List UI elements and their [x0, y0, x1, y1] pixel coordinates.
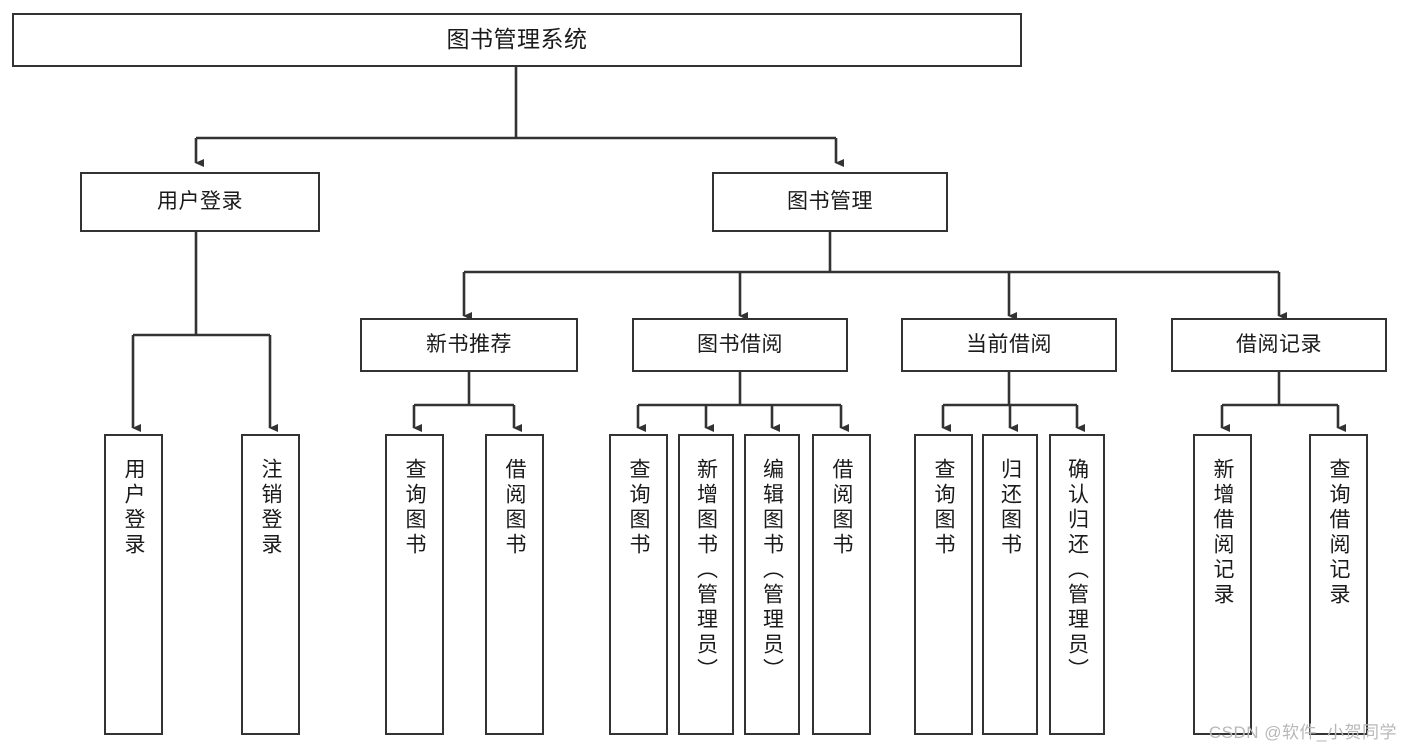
node-leaf-query-book-1[interactable]: 查询图书 — [385, 434, 444, 735]
node-leaf-query-book-1-label: 查询图书 — [403, 458, 426, 558]
node-leaf-user-logout[interactable]: 注销登录 — [241, 434, 300, 735]
node-leaf-add-book[interactable]: 新增图书（管理员） — [678, 434, 734, 735]
node-user-login-label: 用户登录 — [157, 190, 243, 214]
node-new-book-rec-label: 新书推荐 — [426, 333, 512, 357]
node-leaf-return-book-label: 归还图书 — [998, 458, 1022, 558]
node-book-borrow-label: 图书借阅 — [697, 333, 783, 357]
csdn-watermark: CSDN @软件_小贺同学 — [1208, 723, 1397, 742]
node-book-borrow[interactable]: 图书借阅 — [632, 318, 848, 372]
node-leaf-confirm-return[interactable]: 确认归还（管理员） — [1049, 434, 1105, 735]
node-leaf-user-login-label: 用户登录 — [122, 458, 145, 558]
node-leaf-query-book-3-label: 查询图书 — [932, 458, 955, 558]
node-leaf-query-book-2-label: 查询图书 — [627, 458, 650, 558]
node-leaf-add-record[interactable]: 新增借阅记录 — [1193, 434, 1252, 735]
node-root-label: 图书管理系统 — [446, 26, 588, 53]
node-leaf-add-record-label: 新增借阅记录 — [1211, 458, 1234, 608]
node-leaf-query-book-3[interactable]: 查询图书 — [914, 434, 973, 735]
node-leaf-query-book-2[interactable]: 查询图书 — [609, 434, 668, 735]
node-leaf-borrow-book-1-label: 借阅图书 — [503, 458, 526, 558]
node-leaf-edit-book[interactable]: 编辑图书（管理员） — [744, 434, 800, 735]
node-root[interactable]: 图书管理系统 — [12, 13, 1022, 67]
node-user-login[interactable]: 用户登录 — [80, 172, 320, 232]
node-book-manage[interactable]: 图书管理 — [712, 172, 948, 232]
node-leaf-user-login[interactable]: 用户登录 — [104, 434, 163, 735]
node-leaf-borrow-book-2-label: 借阅图书 — [830, 458, 853, 558]
node-leaf-confirm-return-label: 确认归还（管理员） — [1065, 458, 1089, 683]
node-leaf-query-record[interactable]: 查询借阅记录 — [1309, 434, 1368, 735]
node-current-borrow-label: 当前借阅 — [966, 333, 1052, 357]
node-current-borrow[interactable]: 当前借阅 — [901, 318, 1117, 372]
node-new-book-rec[interactable]: 新书推荐 — [360, 318, 578, 372]
node-borrow-record[interactable]: 借阅记录 — [1171, 318, 1387, 372]
node-leaf-return-book[interactable]: 归还图书 — [982, 434, 1038, 735]
node-leaf-add-book-label: 新增图书（管理员） — [694, 458, 718, 683]
node-leaf-borrow-book-1[interactable]: 借阅图书 — [485, 434, 544, 735]
node-leaf-borrow-book-2[interactable]: 借阅图书 — [812, 434, 871, 735]
node-borrow-record-label: 借阅记录 — [1236, 333, 1322, 357]
node-book-manage-label: 图书管理 — [787, 190, 873, 214]
node-leaf-query-record-label: 查询借阅记录 — [1327, 458, 1350, 608]
node-leaf-edit-book-label: 编辑图书（管理员） — [760, 458, 784, 683]
node-leaf-user-logout-label: 注销登录 — [259, 458, 282, 558]
